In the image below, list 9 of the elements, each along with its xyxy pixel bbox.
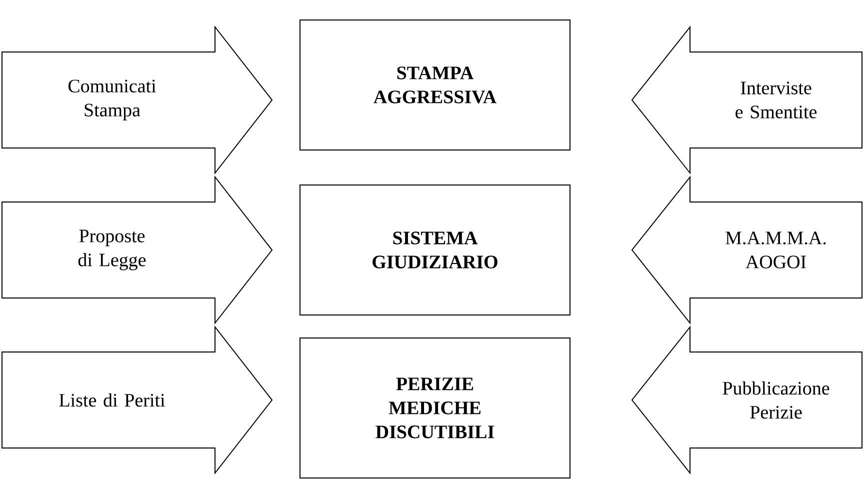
pointed-box: Interviste e Smentite xyxy=(631,26,862,174)
pointed-box: Liste di Periti xyxy=(2,326,273,474)
pointed-box: Pubblicazione Perizie xyxy=(631,326,862,474)
process-box: STAMPA AGGRESSIVA xyxy=(300,20,570,150)
process-box: SISTEMA GIUDIZIARIO xyxy=(300,184,570,316)
pointed-box: M.A.M.M.A. AOGOI xyxy=(631,176,862,324)
pointed-box: Proposte di Legge xyxy=(2,176,273,324)
pointed-box: Comunicati Stampa xyxy=(2,26,273,174)
process-box: PERIZIE MEDICHE DISCUTIBILI xyxy=(300,338,570,478)
